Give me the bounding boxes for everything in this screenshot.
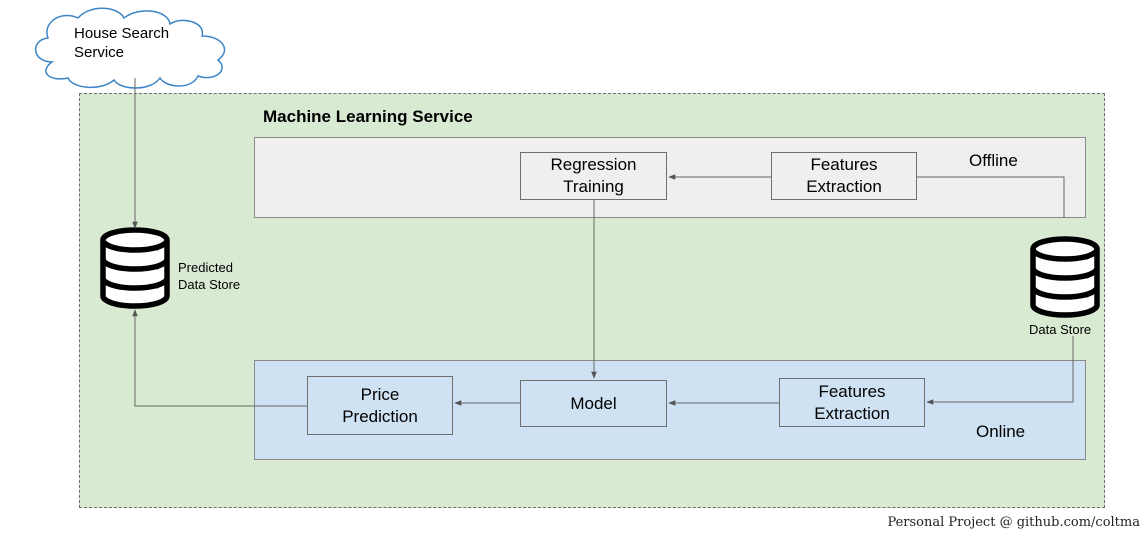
footer-credit: Personal Project @ github.com/coltma bbox=[887, 515, 1140, 530]
online-features-extraction-box: Features Extraction bbox=[779, 378, 925, 427]
model-box: Model bbox=[520, 380, 667, 427]
offline-label: Offline bbox=[969, 151, 1018, 170]
cloud-icon bbox=[35, 7, 226, 89]
house-search-service-label: House Search Service bbox=[74, 25, 170, 61]
offline-features-extraction-box: Features Extraction bbox=[771, 152, 917, 200]
ml-service-title: Machine Learning Service bbox=[263, 107, 473, 126]
online-label: Online bbox=[976, 422, 1026, 441]
data-store-label: Data Store bbox=[1029, 322, 1092, 337]
regression-training-box: Regression Training bbox=[520, 152, 667, 200]
price-prediction-box: Price Prediction bbox=[307, 376, 453, 435]
datastore-icon bbox=[1030, 236, 1100, 318]
predicted-data-store-label: Predicted Data Store bbox=[178, 260, 241, 292]
predicted-datastore-icon bbox=[100, 227, 170, 309]
